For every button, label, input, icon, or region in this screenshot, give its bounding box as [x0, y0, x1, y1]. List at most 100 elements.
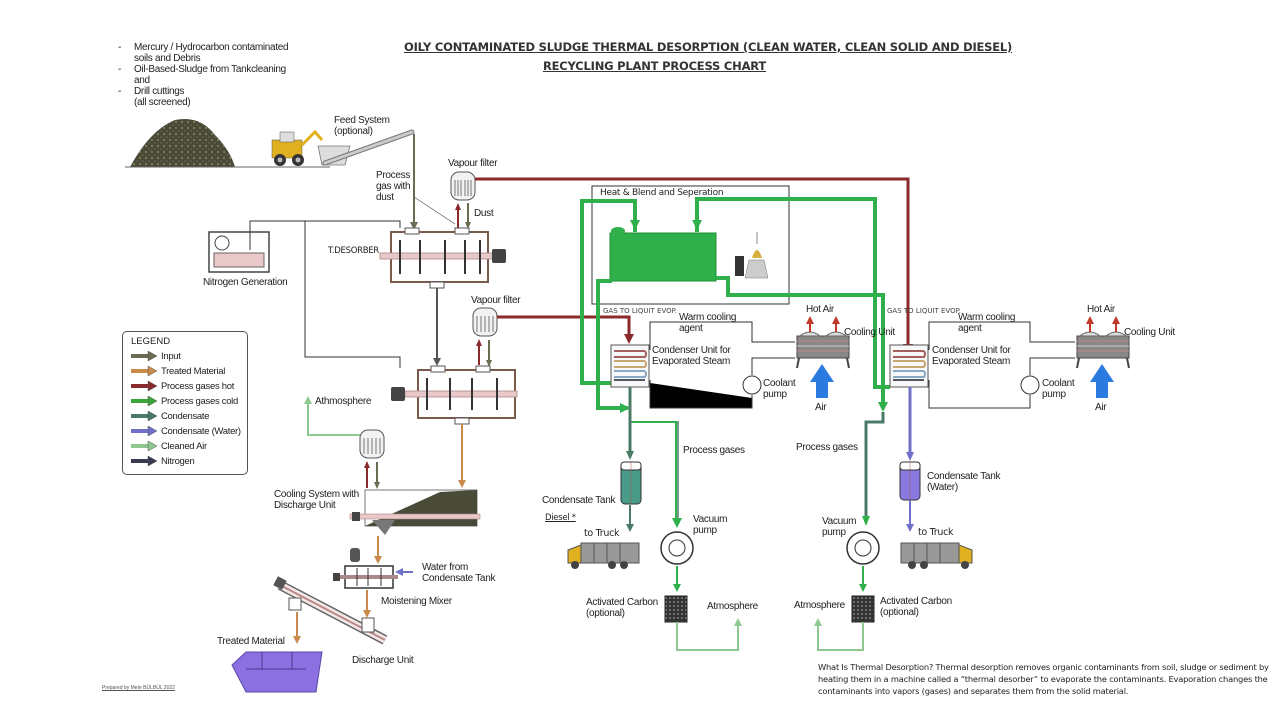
legend-arrow-icon — [131, 440, 158, 452]
label-hot-air: Hot Air — [806, 304, 834, 315]
condensate-tank-water — [899, 461, 921, 501]
nitrogen-line — [249, 220, 401, 250]
legend-item: Condensate (Water) — [131, 424, 241, 438]
vacuum-pump-1 — [660, 531, 694, 565]
condenser-unit-2 — [889, 344, 929, 388]
input-item: -Oil-Based-Sludge from Tankcleaning — [118, 64, 286, 75]
input-item: -Mercury / Hydrocarbon contaminated — [118, 42, 289, 53]
input-item-cont: soils and Debris — [134, 53, 201, 64]
label-vapour-filter-2: Vapour filter — [471, 295, 521, 306]
label-condenser: Condenser Unit for — [652, 345, 731, 356]
cleaned-air-line-1 — [307, 400, 360, 436]
vacuum-pump-2 — [846, 531, 880, 565]
legend-item: Cleaned Air — [131, 439, 207, 453]
label-condensate-tank-water: (Water) — [927, 482, 958, 493]
thermal-desorption-note: What Is Thermal Desorption? Thermal deso… — [818, 662, 1269, 696]
label-to-truck-1: to Truck — [584, 528, 620, 539]
label-vacuum-pump-1: pump — [693, 525, 717, 536]
label-heat-blend: Heat & Blend and Seperation — [600, 188, 724, 198]
label-atmosphere-1: Atmosphere — [707, 601, 758, 612]
label-air: Air — [815, 402, 827, 413]
label-warm-cooling: Warm cooling — [958, 312, 1016, 323]
label-activated-carbon-2: Activated Carbon — [880, 596, 952, 607]
input-item: -Drill cuttings — [118, 86, 185, 97]
legend-arrow-icon — [131, 350, 158, 362]
legend-arrow-icon — [131, 410, 158, 422]
thermal-desorber-1 — [379, 227, 506, 289]
condensate-tank-diesel — [620, 461, 642, 505]
label-cooling-unit: Cooling Unit — [844, 327, 895, 338]
truck-water-icon — [900, 542, 973, 569]
label-condenser: Condenser Unit for — [932, 345, 1011, 356]
label-condenser: Evaporated Steam — [652, 356, 731, 367]
centrifuge-icon — [735, 232, 769, 279]
label-process-gas: dust — [376, 192, 394, 203]
label-gas-to-liquid-2: GAS TO LIQUIT EVOP. — [887, 307, 962, 315]
label-warm-cooling-agent: agent — [958, 323, 982, 334]
legend-item: Input — [131, 349, 181, 363]
label-air: Air — [1095, 402, 1107, 413]
label-t-desorber: T.DESORBER — [328, 246, 379, 256]
label-condensate-tank-water: Condensate Tank — [927, 471, 1001, 482]
label-activated-carbon-1: (optional) — [586, 608, 625, 619]
heat-blend-box — [591, 185, 790, 305]
legend-arrow-icon — [131, 365, 158, 377]
label-coolant-pump: pump — [1042, 389, 1066, 400]
condenser-unit-1 — [610, 344, 650, 388]
label-vacuum-pump-2: Vacuum — [822, 516, 857, 527]
label-moistening-mixer: Moistening Mixer — [381, 596, 452, 607]
label-water-from: Condensate Tank — [422, 573, 496, 584]
label-process-gases-1: Process gases — [683, 445, 745, 456]
label-coolant-pump: pump — [763, 389, 787, 400]
label-activated-carbon-1: Activated Carbon — [586, 597, 658, 608]
label-condenser: Evaporated Steam — [932, 356, 1011, 367]
label-coolant-pump: Coolant — [1042, 378, 1075, 389]
cooling-unit-1 — [796, 331, 850, 369]
label-coolant-pump: Coolant — [763, 378, 796, 389]
label-treated-material: Treated Material — [217, 636, 285, 647]
input-pile — [130, 119, 235, 167]
vapour-filter-3 — [359, 429, 385, 459]
coolant-pump-1 — [742, 375, 762, 395]
label-condensate-tank: Condensate Tank — [542, 495, 616, 506]
input-material-list: -Mercury / Hydrocarbon contaminated soil… — [118, 42, 289, 108]
label-process-gas: Process — [376, 170, 411, 181]
label-hot-air: Hot Air — [1087, 304, 1115, 315]
label-discharge-unit: Discharge Unit — [352, 655, 414, 666]
credit: Prepared by Mete BÜLBÜL 2022 — [102, 685, 175, 691]
blend-tank — [609, 232, 717, 282]
label-cooling-unit: Cooling Unit — [1124, 327, 1175, 338]
label-vacuum-pump-1: Vacuum — [693, 514, 728, 525]
label-to-truck-2: to Truck — [918, 527, 954, 538]
legend-title: LEGEND — [131, 336, 171, 347]
legend-item: Treated Material — [131, 364, 225, 378]
activated-carbon-1 — [664, 595, 688, 623]
label-vapour-filter-1: Vapour filter — [448, 158, 498, 169]
legend-arrow-icon — [131, 455, 158, 467]
cooling-unit-2 — [1076, 331, 1130, 369]
wheel-loader-icon — [271, 129, 324, 166]
cleaned-air-line-2 — [676, 622, 739, 651]
label-atmosphere-2: Atmosphere — [794, 600, 845, 611]
moistening-mixer — [333, 548, 398, 589]
nitrogen-generator — [208, 231, 270, 273]
label-feed-optional: (optional) — [334, 126, 373, 137]
coolant-pump-2 — [1020, 375, 1040, 395]
vapour-filter-1 — [450, 171, 476, 201]
hot-gas-pipe-2 — [497, 315, 631, 340]
cleaned-air-line-3 — [817, 622, 864, 651]
legend-arrow-icon — [131, 380, 158, 392]
legend-arrow-icon — [131, 425, 158, 437]
legend: LEGEND Input Treated Material Process ga… — [122, 331, 248, 475]
legend-arrow-icon — [131, 395, 158, 407]
activated-carbon-2 — [851, 595, 875, 623]
label-dust: Dust — [474, 208, 494, 219]
label-nitrogen-generation: Nitrogen Generation — [203, 277, 288, 288]
air-arrow-2 — [1090, 364, 1114, 398]
hot-gas-pipe-1 — [475, 177, 910, 350]
legend-item: Condensate — [131, 409, 210, 423]
label-athmosphere: Athmosphere — [315, 396, 372, 407]
input-item-cont: (all screened) — [134, 97, 191, 108]
label-activated-carbon-2: (optional) — [880, 607, 919, 618]
